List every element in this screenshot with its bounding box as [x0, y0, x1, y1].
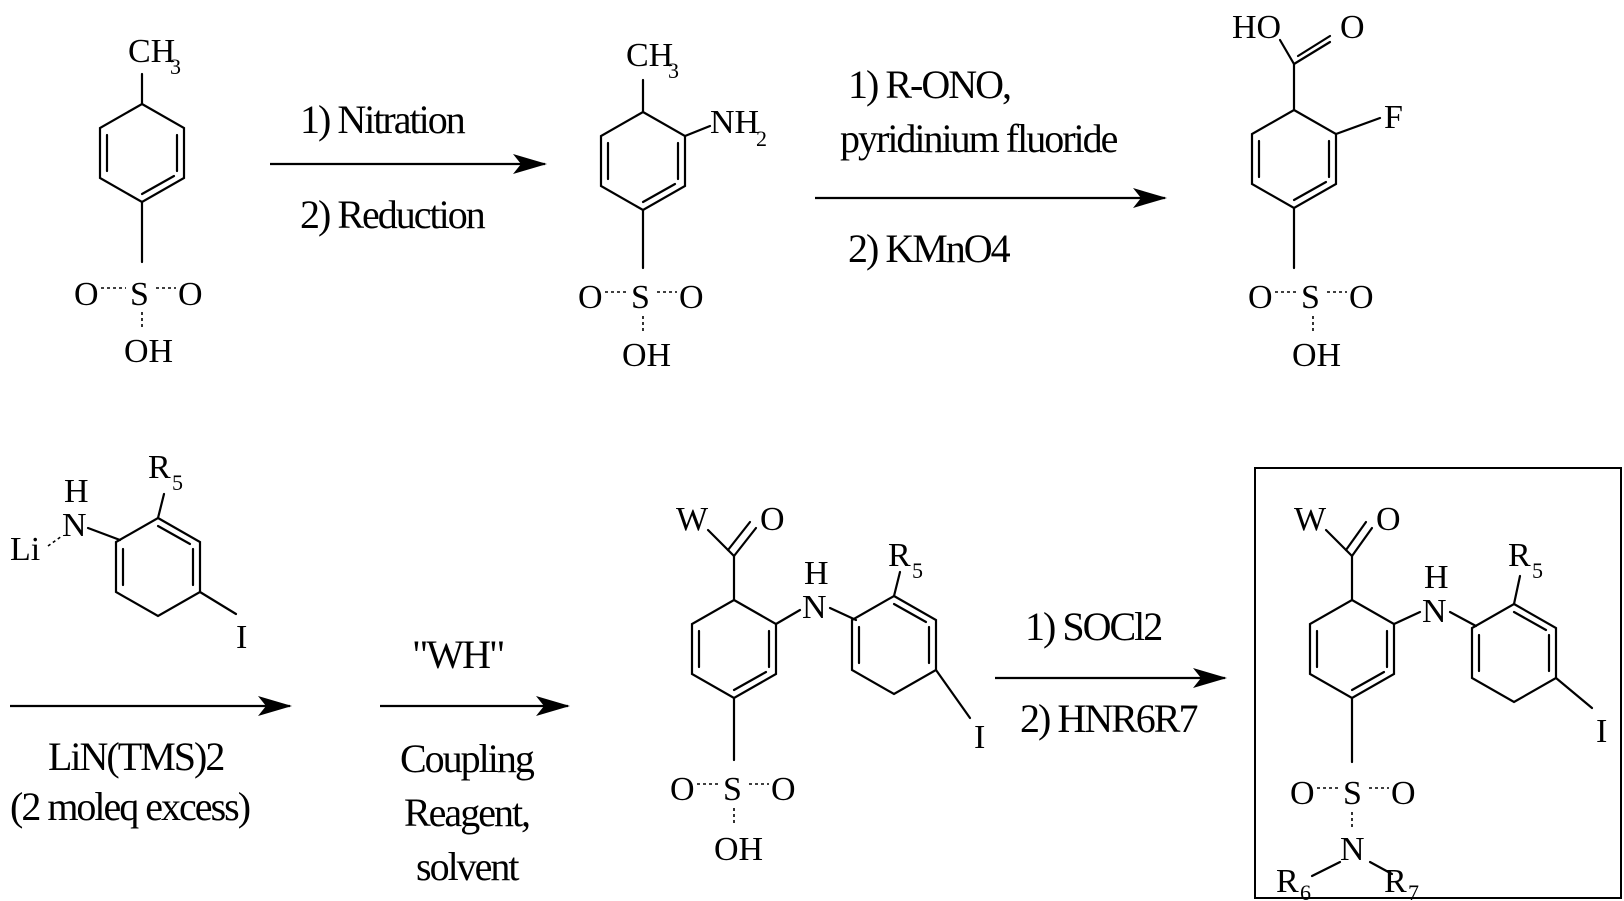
- c5-r-subscript: 5: [912, 558, 923, 583]
- step-2-diazotization-oxidation: 1) R-ONO, pyridinium fluoride 2) KMnO4: [815, 62, 1165, 271]
- c5-sulfur: S: [723, 771, 742, 808]
- c4-r-label: R: [148, 449, 171, 486]
- step2-condition-below: 2) KMnO4: [848, 226, 1011, 271]
- c2-methyl-subscript: 3: [668, 58, 679, 83]
- step4-condition-above: "WH": [412, 632, 503, 677]
- c6-sulfonamide-nitrogen: N: [1340, 831, 1365, 868]
- c6-sulfur: S: [1343, 775, 1362, 812]
- c5-r-label: R: [888, 537, 911, 574]
- step-3-lithium-amide-base: LiN(TMS)2 (2 moleq excess): [10, 706, 290, 829]
- c6-r6-label: R: [1276, 863, 1299, 900]
- c6-r6-subscript: 6: [1300, 880, 1311, 901]
- c2-hydroxyl: OH: [622, 337, 671, 374]
- compound-3-fluorosulfobenzoic-acid: HO O F O S O OH: [1232, 9, 1403, 374]
- c5-amine-hydrogen: H: [804, 555, 829, 592]
- compound-2-aminotoluenesulfonic-acid: CH 3 NH 2 O S O OH: [578, 37, 767, 374]
- compound-6-final-product: W O H N R 5 I O S O N R 6 R 7: [1255, 468, 1621, 901]
- c4-hydrogen: H: [64, 473, 89, 510]
- c6-r7-subscript: 7: [1408, 880, 1419, 901]
- step5-condition-above: 1) SOCl2: [1025, 604, 1161, 649]
- step5-condition-below: 2) HNR6R7: [1020, 696, 1197, 741]
- c5-amine-nitrogen: N: [802, 589, 827, 626]
- c1-sulfonyl-oxygen-right: O: [178, 276, 203, 313]
- c6-carbonyl-oxygen: O: [1376, 501, 1401, 538]
- c2-methyl-label: CH: [626, 37, 673, 74]
- compound-1-toluenesulfonic-acid: CH 3 O S O OH: [74, 33, 203, 370]
- c4-nitrogen: N: [62, 507, 87, 544]
- c3-sulfur: S: [1301, 279, 1320, 316]
- c5-sulfonyl-oxygen-right: O: [771, 771, 796, 808]
- c6-r-label: R: [1508, 537, 1531, 574]
- step-4-coupling: "WH" Coupling Reagent, solvent: [380, 632, 568, 889]
- step4-condition-below-line1: Coupling: [400, 736, 535, 781]
- c6-r7-label: R: [1384, 863, 1407, 900]
- c1-methyl-label: CH: [128, 33, 175, 70]
- step1-condition-above: 1) Nitration: [300, 97, 466, 142]
- c6-amine-nitrogen: N: [1422, 593, 1447, 630]
- c5-sulfonyl-oxygen-left: O: [670, 771, 695, 808]
- c6-r-subscript: 5: [1532, 558, 1543, 583]
- c6-w-label: W: [1294, 501, 1327, 538]
- c6-sulfonyl-oxygen-right: O: [1391, 775, 1416, 812]
- c1-hydroxyl: OH: [124, 333, 173, 370]
- c3-fluorine: F: [1384, 99, 1403, 136]
- c3-acid-hydroxyl: HO: [1232, 9, 1281, 46]
- c4-r-subscript: 5: [172, 470, 183, 495]
- c1-sulfonyl-oxygen-left: O: [74, 276, 99, 313]
- c2-amine-label: NH: [710, 104, 759, 141]
- compound-4-lithium-anilide: H N Li R 5 I: [10, 449, 247, 656]
- c3-hydroxyl: OH: [1292, 337, 1341, 374]
- c5-w-label: W: [676, 501, 709, 538]
- c1-sulfur: S: [130, 276, 149, 313]
- step4-condition-below-line2: Reagent,: [404, 790, 529, 835]
- c6-sulfonyl-oxygen-left: O: [1290, 775, 1315, 812]
- c5-carbonyl-oxygen: O: [760, 501, 785, 538]
- step3-condition-below-line2: (2 moleq excess): [10, 784, 250, 829]
- c2-sulfonyl-oxygen-left: O: [578, 279, 603, 316]
- c2-sulfur: S: [631, 279, 650, 316]
- c6-amine-hydrogen: H: [1424, 559, 1449, 596]
- step1-condition-below: 2) Reduction: [300, 192, 486, 237]
- c3-sulfonyl-oxygen-right: O: [1349, 279, 1374, 316]
- step2-condition-above-line2: pyridinium fluoride: [840, 116, 1118, 161]
- c2-amine-subscript: 2: [756, 126, 767, 151]
- c1-methyl-subscript: 3: [170, 54, 181, 79]
- c4-lithium: Li: [10, 531, 40, 568]
- step4-condition-below-line3: solvent: [416, 844, 519, 889]
- c2-sulfonyl-oxygen-right: O: [679, 279, 704, 316]
- c5-iodine: I: [974, 719, 985, 756]
- c6-iodine: I: [1596, 713, 1607, 750]
- c3-sulfonyl-oxygen-left: O: [1248, 279, 1273, 316]
- step-5-sulfonamide-formation: 1) SOCl2 2) HNR6R7: [995, 604, 1225, 741]
- step3-condition-below-line1: LiN(TMS)2: [48, 734, 223, 779]
- compound-5-coupled-sulfonic-acid: W O H N R 5 I O S O OH: [670, 501, 985, 868]
- c3-acid-carbonyl-oxygen: O: [1340, 9, 1365, 46]
- c4-iodine: I: [236, 619, 247, 656]
- step-1-nitration-reduction: 1) Nitration 2) Reduction: [270, 97, 545, 237]
- step2-condition-above-line1: 1) R-ONO,: [848, 62, 1010, 107]
- c5-hydroxyl: OH: [714, 831, 763, 868]
